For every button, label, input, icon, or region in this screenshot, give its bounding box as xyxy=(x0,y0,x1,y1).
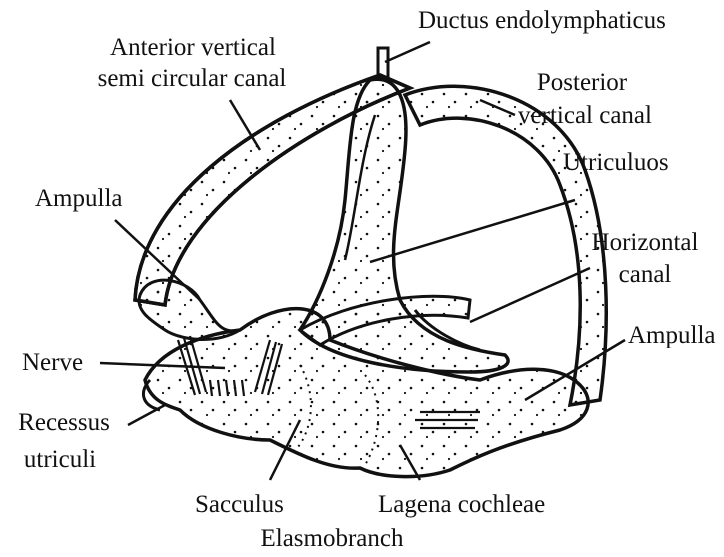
label-recessus-line2: utriculi xyxy=(0,447,120,472)
label-sacculus: Sacculus xyxy=(195,492,284,517)
label-utriculus: Utriculuos xyxy=(563,150,669,175)
label-ampulla-left: Ampulla xyxy=(35,186,123,211)
label-anterior-canal-line1: Anterior vertical xyxy=(78,35,308,60)
label-nerve: Nerve xyxy=(22,350,83,375)
label-ductus-endolymphaticus: Ductus endolymphaticus xyxy=(418,8,666,33)
label-anterior-canal-line2: semi circular canal xyxy=(72,66,312,91)
label-horizontal-canal-line1: Horizontal xyxy=(575,230,715,255)
label-recessus-line1: Recessus xyxy=(0,410,128,435)
figure-caption: Elasmobranch xyxy=(212,526,452,551)
label-lagena-cochleae: Lagena cochleae xyxy=(378,492,545,517)
label-posterior-canal-line2: vertical canal xyxy=(500,103,670,128)
label-posterior-canal-line1: Posterior xyxy=(502,70,662,95)
label-horizontal-canal-line2: canal xyxy=(575,262,715,287)
label-ampulla-right: Ampulla xyxy=(628,323,724,348)
